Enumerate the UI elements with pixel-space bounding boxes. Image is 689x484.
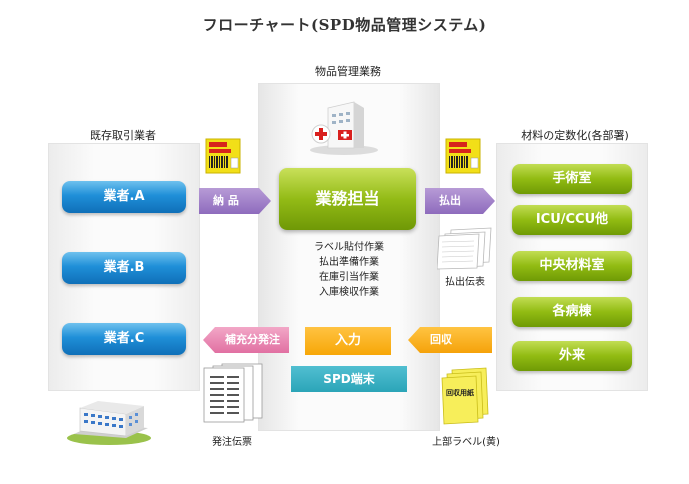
department-outpatient-button[interactable]: 外来 <box>512 341 632 371</box>
input-button[interactable]: 入力 <box>305 327 391 355</box>
delivery-arrow: 納 品 <box>199 188 271 214</box>
order-slip-caption: 発注伝票 <box>212 437 252 448</box>
task-item: 入庫検収作業 <box>319 287 379 298</box>
dispense-slip-icon <box>436 226 493 270</box>
replenish-order-arrow: 補充分発注 <box>203 327 289 353</box>
department-icu-button[interactable]: ICU/CCU他 <box>512 205 632 235</box>
left-panel-label: 既存取引業者 <box>90 129 156 142</box>
barcode-label-icon <box>445 138 481 174</box>
collect-arrow: 回収 <box>408 327 492 353</box>
vendor-a-button[interactable]: 業者.A <box>62 181 186 213</box>
task-item: ラベル貼付作業 <box>314 242 384 253</box>
yellow-label-caption: 上部ラベル(黄) <box>432 437 500 448</box>
right-panel-label: 材料の定数化(各部署) <box>521 129 629 142</box>
label-paper-text: 回収用紙 <box>446 389 474 397</box>
department-central-supply-button[interactable]: 中央材料室 <box>512 251 632 281</box>
dispense-arrow: 払出 <box>425 188 495 214</box>
yellow-label-icon <box>440 366 490 426</box>
task-item: 在庫引当作業 <box>319 272 379 283</box>
dispense-slip-caption: 払出伝表 <box>445 277 485 288</box>
operations-staff-button[interactable]: 業務担当 <box>279 168 416 230</box>
task-item: 払出準備作業 <box>319 257 379 268</box>
office-building-icon <box>66 398 152 446</box>
task-list: ラベル貼付作業 払出準備作業 在庫引当作業 入庫検収作業 <box>290 240 408 300</box>
vendor-c-button[interactable]: 業者.C <box>62 323 186 355</box>
center-panel-label: 物品管理業務 <box>315 65 381 78</box>
vendor-b-button[interactable]: 業者.B <box>62 252 186 284</box>
page-title: フローチャート(SPD物品管理システム) <box>202 16 487 34</box>
barcode-label-icon <box>205 138 241 174</box>
hospital-building-icon <box>308 100 380 156</box>
department-wards-button[interactable]: 各病棟 <box>512 297 632 327</box>
department-surgery-button[interactable]: 手術室 <box>512 164 632 194</box>
spd-terminal-button[interactable]: SPD端末 <box>291 366 407 392</box>
order-slip-icon <box>200 362 266 424</box>
